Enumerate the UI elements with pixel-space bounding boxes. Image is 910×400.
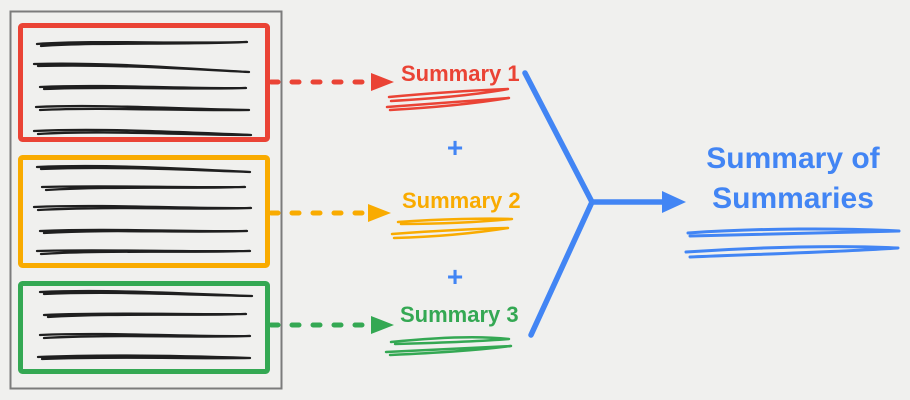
section-3-text-scribbles: [36, 289, 254, 361]
section-1-to-summary-1-arrow: [268, 73, 394, 91]
section-3-to-summary-3-arrow: [268, 316, 394, 334]
summary-2-label: Summary 2: [402, 188, 521, 213]
section-1-text-scribbles: [32, 40, 253, 137]
plus-operator-2: +: [446, 261, 464, 292]
green-arrowhead-icon: [371, 316, 394, 334]
summary-3-label: Summary 3: [400, 302, 519, 327]
result-title-line-1: Summary of: [706, 142, 880, 175]
summary-2-text-scribbles: [390, 217, 514, 240]
summary-1-text-scribbles: [385, 87, 511, 112]
section-2-text-scribbles: [32, 164, 253, 256]
result-title: Summary of Summaries: [678, 139, 908, 219]
section-2-box: [18, 155, 270, 268]
document-outline: [9, 10, 283, 390]
summary-3-text-scribbles: [384, 336, 513, 357]
plus-operator-1: +: [446, 132, 464, 163]
merge-fork-arrow: [522, 70, 686, 338]
document-section-3: [18, 281, 270, 374]
red-arrowhead-icon: [371, 73, 394, 91]
source-document: [9, 10, 283, 390]
blue-arrowhead-icon: [662, 191, 686, 213]
result-title-line-2: Summaries: [712, 182, 874, 215]
section-1-box: [18, 23, 270, 142]
yellow-arrowhead-icon: [368, 204, 391, 222]
section-2-to-summary-2-arrow: [268, 204, 391, 222]
document-section-1: [18, 23, 270, 142]
section-3-box: [18, 281, 270, 374]
summary-1-label: Summary 1: [401, 61, 520, 86]
result-text-scribbles: [684, 227, 901, 259]
document-section-2: [18, 155, 270, 268]
